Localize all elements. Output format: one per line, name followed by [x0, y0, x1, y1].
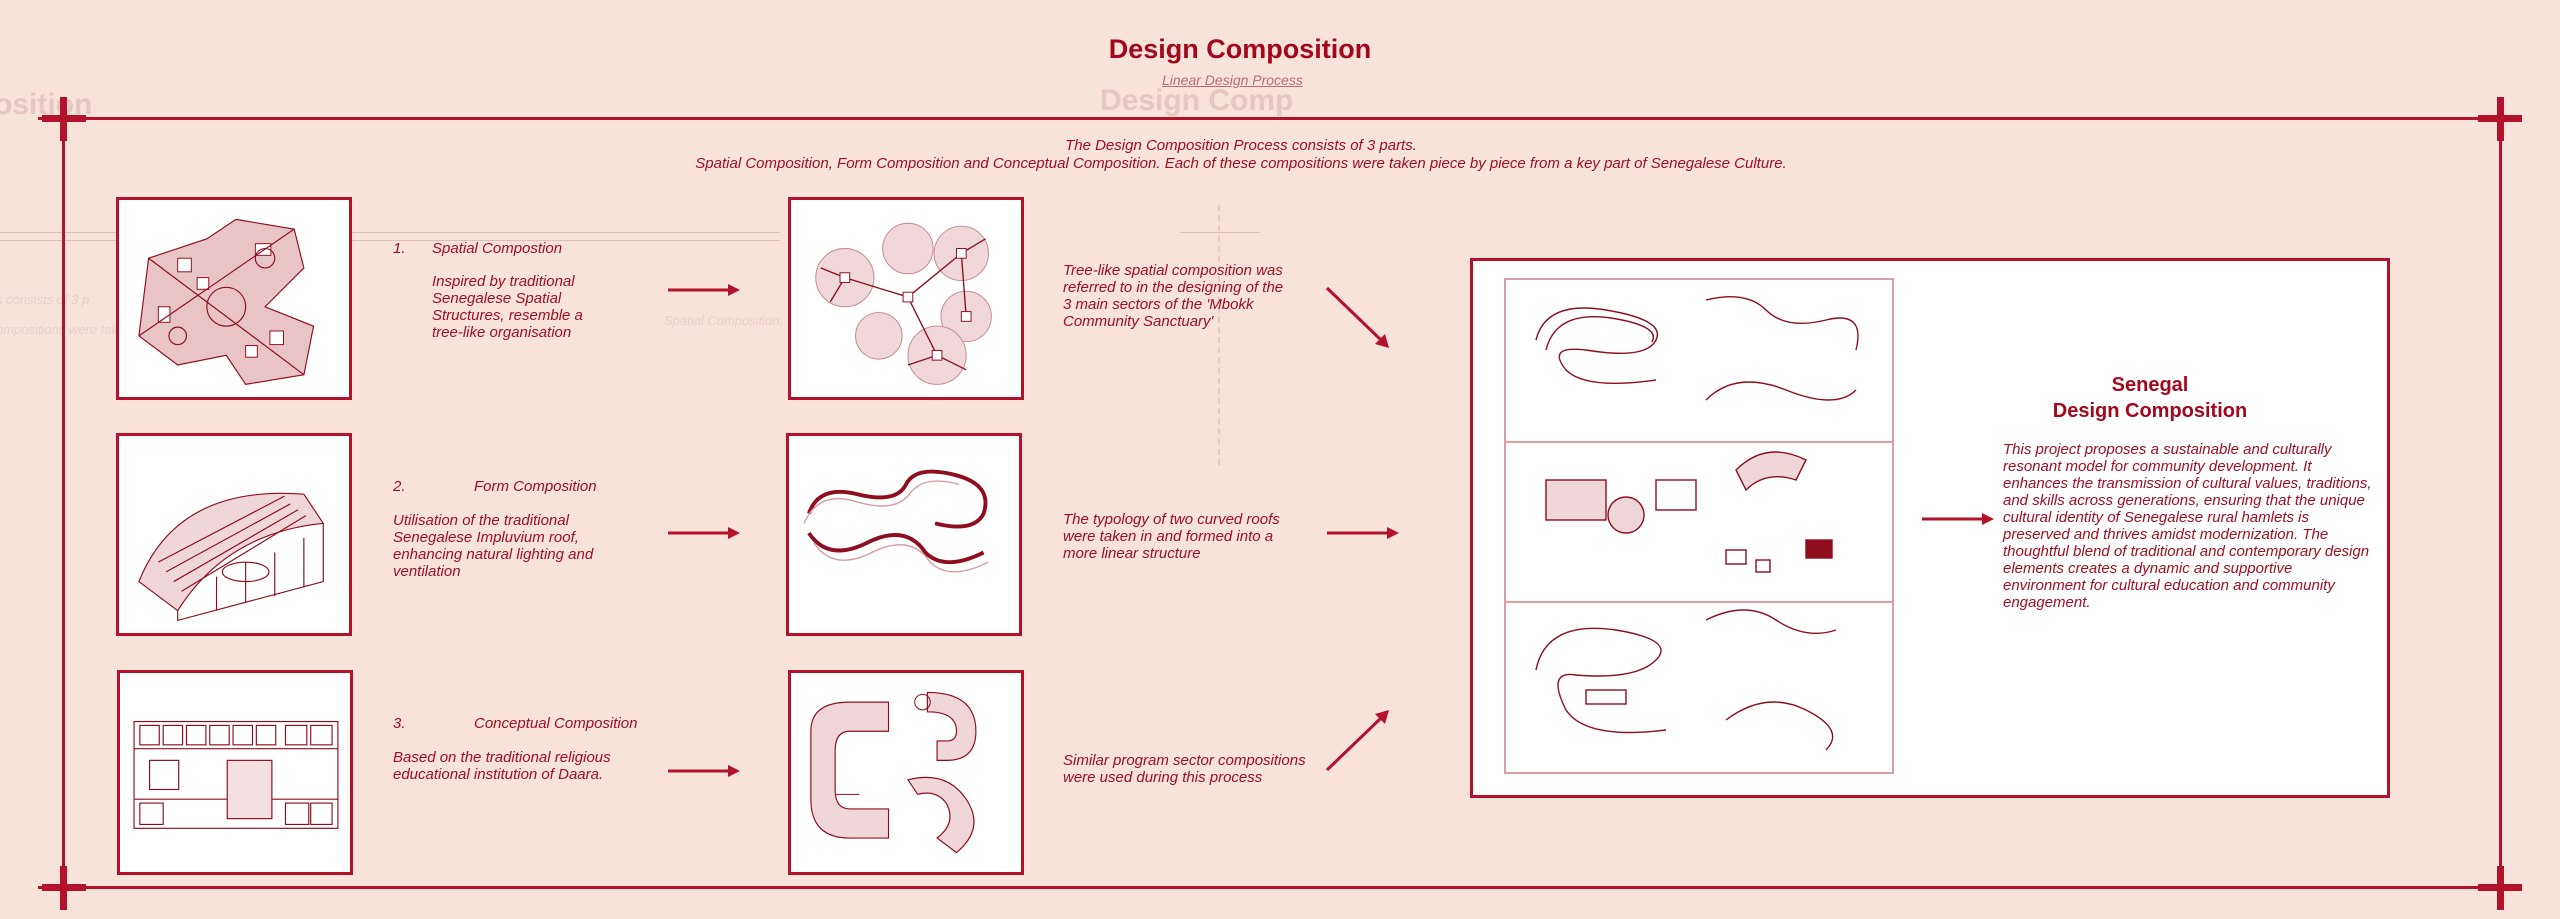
collage-divider-2	[1504, 601, 1894, 603]
corner-cross-br-v	[2497, 866, 2504, 910]
step-1-title: Spatial Compostion	[432, 240, 563, 257]
ghost-dashed-line	[1218, 205, 1220, 465]
ghost-text-center: Design Comp	[1100, 84, 1294, 117]
collage-divider-1	[1504, 441, 1894, 443]
step-1-arrow-diagonal	[1325, 286, 1389, 348]
step-3-arrow-right	[668, 765, 740, 777]
corner-cross-tl-v	[60, 97, 67, 141]
intro-line-2: Spatial Composition, Form Composition an…	[695, 155, 1787, 172]
step-1-number: 1.	[393, 240, 406, 257]
step-2-title: Form Composition	[474, 478, 597, 495]
step-3-title: Conceptual Composition	[474, 715, 638, 732]
summary-title: Senegal Design Composition	[1960, 372, 2340, 424]
conceptual-composition-diagram	[788, 670, 1024, 875]
step-2-result: The typology of two curved roofs were ta…	[1063, 511, 1280, 562]
frame-left	[62, 100, 65, 905]
form-composition-diagram	[786, 433, 1022, 636]
ghost-line-1	[0, 232, 780, 233]
step-3-arrow-diagonal	[1325, 710, 1389, 772]
spatial-composition-diagram	[788, 197, 1024, 400]
step-3-result: Similar program sector compositions were…	[1063, 752, 1306, 786]
summary-text: This project proposes a sustainable and …	[2003, 441, 2372, 611]
daara-plan-image	[117, 670, 353, 875]
impluvium-roof-image	[116, 433, 352, 636]
summary-arrow-right	[1922, 513, 1994, 525]
ghost-caption-left: s consists of 3 p	[0, 292, 90, 307]
frame-right	[2499, 100, 2502, 905]
summary-title-line-2: Design Composition	[2052, 400, 2248, 422]
summary-title-line-1: Senegal	[2111, 374, 2189, 396]
step-2-description: Utilisation of the traditional Senegales…	[393, 512, 594, 580]
step-1-result: Tree-like spatial composition was referr…	[1063, 262, 1284, 330]
step-3-number: 3.	[393, 715, 406, 732]
corner-cross-bl-v	[60, 866, 67, 910]
page-title: Design Composition	[1108, 34, 1372, 64]
composition-collage	[1504, 278, 1894, 774]
spatial-reference-image	[116, 197, 352, 400]
step-1-arrow-right	[668, 284, 740, 296]
step-3-description: Based on the traditional religious educa…	[393, 749, 611, 783]
step-1-description: Inspired by traditional Senegalese Spati…	[432, 273, 583, 341]
page-subtitle: Linear Design Process	[1162, 72, 1303, 88]
ghost-line-2	[0, 240, 780, 241]
step-2-number: 2.	[393, 478, 406, 495]
frame-bottom	[38, 886, 2504, 889]
step-2-arrow-right	[668, 527, 740, 539]
frame-top	[38, 117, 2504, 120]
intro-line-1: The Design Composition Process consists …	[1065, 137, 1417, 154]
ghost-line-3	[1180, 232, 1260, 233]
step-2-arrow-right-2	[1327, 527, 1399, 539]
corner-cross-tr-v	[2497, 97, 2504, 141]
